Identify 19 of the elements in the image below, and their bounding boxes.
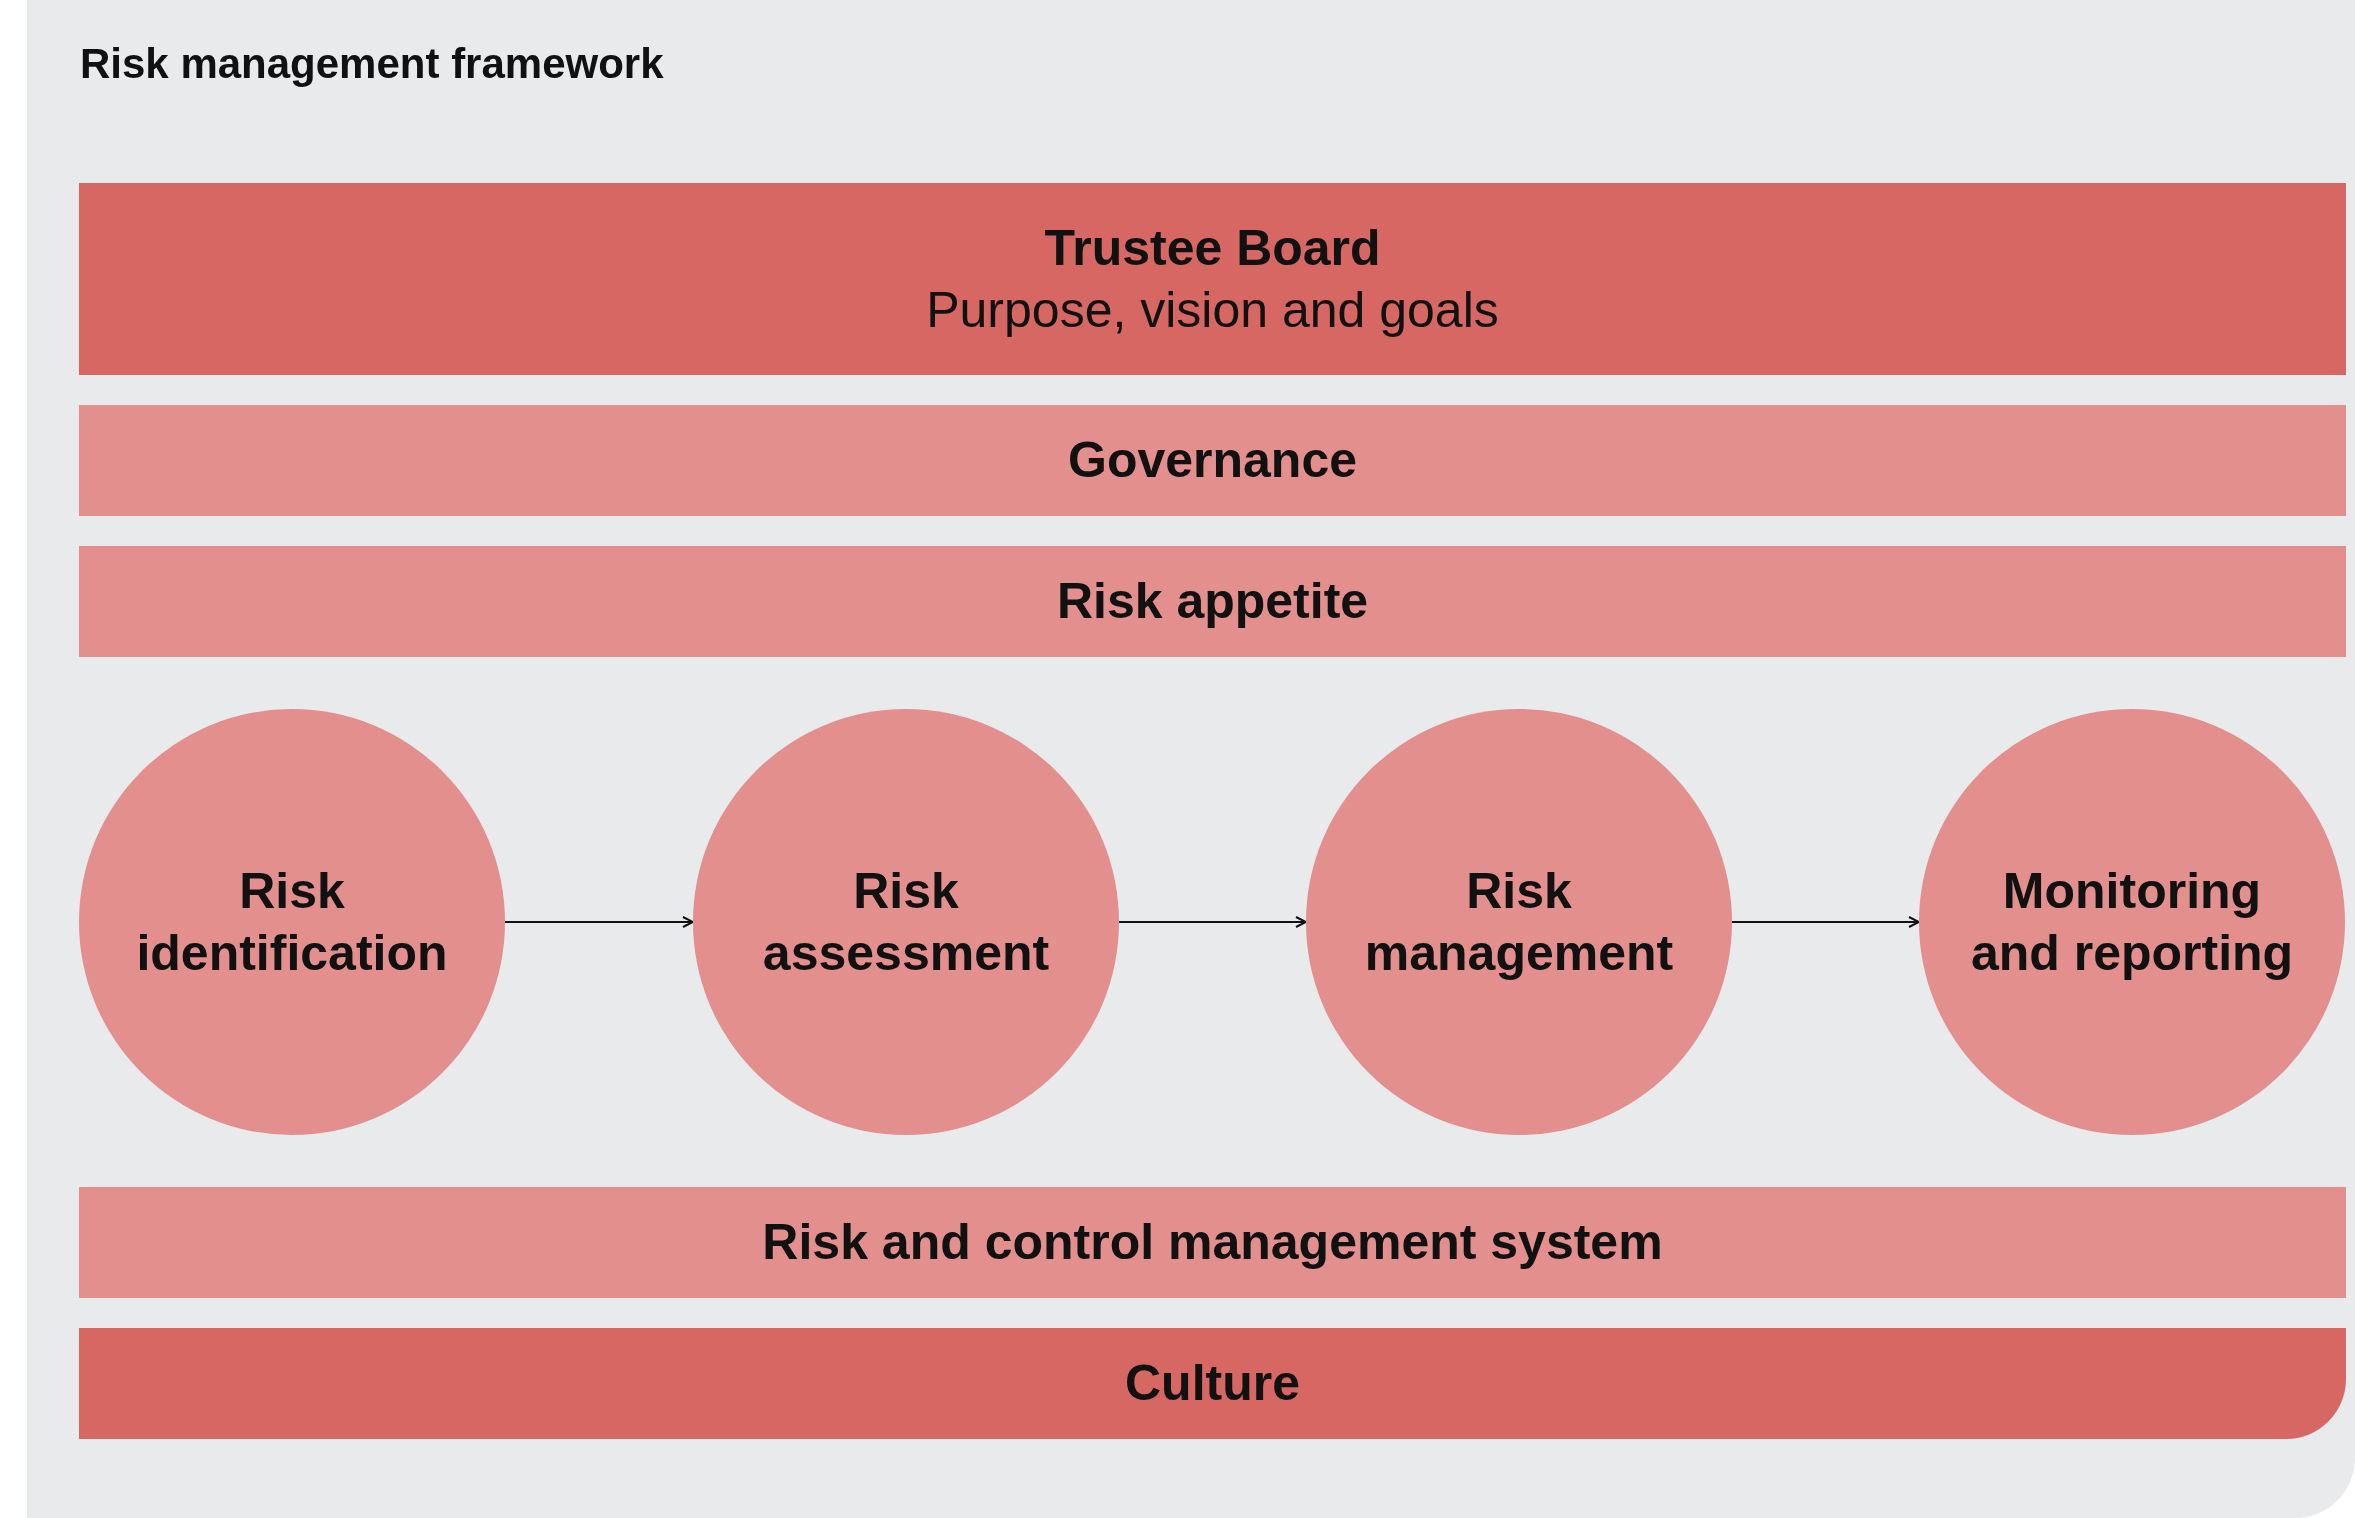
- node-title: Risk appetite: [1056, 572, 1369, 632]
- node-subtitle: Purpose, vision and goals: [926, 281, 1499, 340]
- node-title: Trustee Board: [1044, 218, 1381, 278]
- node-title: Risk and control management system: [762, 1213, 1663, 1273]
- node-title: Governance: [1068, 431, 1357, 491]
- title: Risk management framework: [80, 40, 664, 88]
- node-title: Risk assessment: [761, 861, 1051, 983]
- band: [79, 546, 2346, 657]
- band: [79, 1328, 2346, 1439]
- arrow: [1731, 916, 1920, 928]
- arrow: [1118, 916, 1307, 928]
- node-title: Risk identification: [135, 861, 449, 983]
- band: [79, 1187, 2346, 1298]
- band: [79, 183, 2346, 375]
- node-title: Risk management: [1363, 861, 1675, 983]
- arrow: [504, 916, 694, 928]
- node-title: Culture: [1125, 1354, 1300, 1414]
- node-title: Monitoring and reporting: [1969, 861, 2295, 983]
- band: [79, 405, 2346, 516]
